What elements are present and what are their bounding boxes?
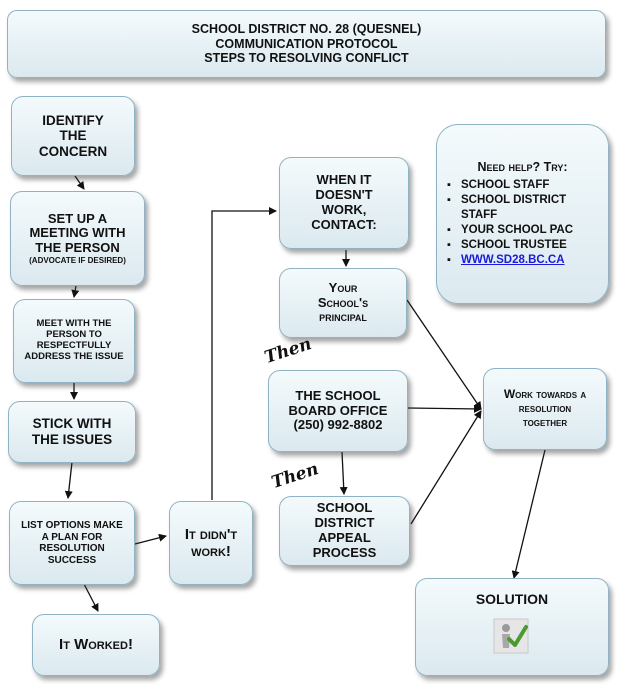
header-line-3: STEPS TO RESOLVING CONFLICT <box>204 51 409 66</box>
solution-box: SOLUTION <box>415 578 609 676</box>
help-item-website: www.sd28.bc.ca <box>447 253 598 268</box>
step-appeal-label: SCHOOL DISTRICT APPEAL PROCESS <box>312 500 377 560</box>
step-identify-concern: IDENTIFY THE CONCERN <box>11 96 135 176</box>
arrow-list-didnt <box>134 533 167 545</box>
step-board-label: THE SCHOOL BOARD OFFICE <box>288 387 388 418</box>
step-contact-label: WHEN IT DOESN'T WORK, CONTACT: <box>311 172 377 232</box>
header-line-2: COMMUNICATION PROTOCOL <box>215 36 398 51</box>
step-setup-meeting: SET UP A MEETING WITH THE PERSON (ADVOCA… <box>10 191 145 286</box>
arrow-list-worked <box>83 583 99 612</box>
arrow-principal-resolution <box>406 299 482 410</box>
step-when-doesnt-work: WHEN IT DOESN'T WORK, CONTACT: <box>279 157 409 249</box>
step-resolution-label: Work towards a resolution together <box>503 387 587 429</box>
arrow-appeal-resolution <box>410 410 482 525</box>
arrow-board-appeal <box>339 451 348 495</box>
help-list: School staff School district staff Your … <box>447 178 598 268</box>
step-it-didnt-work: It didn't work! <box>169 501 253 585</box>
checkmark-person-icon <box>493 618 529 654</box>
step-list-label: LIST OPTIONS MAKE A PLAN FOR RESOLUTION … <box>21 520 123 566</box>
header-box: SCHOOL DISTRICT NO. 28 (QUESNEL) COMMUNI… <box>7 10 606 78</box>
arrow-identify-setup <box>74 175 85 190</box>
step-meet-person: MEET WITH THE PERSON TO RESPECTFULLY ADD… <box>13 299 135 383</box>
arrow-board-resolution <box>407 404 482 413</box>
help-title: Need help? Try: <box>477 160 568 174</box>
help-item-district-staff: School district staff <box>447 193 598 223</box>
step-didnt-label: It didn't work! <box>184 525 238 560</box>
then-label-2: Then <box>269 459 322 493</box>
arrow-setup-meet <box>71 285 80 298</box>
step-principal-label: Your School's principal <box>317 279 369 325</box>
header-line-1: SCHOOL DISTRICT NO. 28 (QUESNEL) <box>191 22 422 37</box>
arrow-stick-list <box>64 461 73 499</box>
step-stick-issues: STICK WITH THE ISSUES <box>8 401 136 463</box>
step-appeal-process: SCHOOL DISTRICT APPEAL PROCESS <box>279 496 410 566</box>
then-label-1: Then <box>262 334 315 368</box>
step-list-options: LIST OPTIONS MAKE A PLAN FOR RESOLUTION … <box>9 501 135 585</box>
step-setup-note: (ADVOCATE IF DESIRED) <box>29 256 126 266</box>
help-item-school-pac: Your school PAC <box>447 223 598 238</box>
step-setup-label: SET UP A MEETING WITH THE PERSON <box>29 210 126 256</box>
step-work-towards-resolution: Work towards a resolution together <box>483 368 607 450</box>
step-stick-label: STICK WITH THE ISSUES <box>31 416 113 447</box>
step-board-phone: (250) 992-8802 <box>293 417 383 433</box>
help-item-trustee: School trustee <box>447 238 598 253</box>
help-box: Need help? Try: School staff School dist… <box>436 124 609 304</box>
step-school-board-office: THE SCHOOL BOARD OFFICE (250) 992-8802 <box>268 370 408 452</box>
step-meet-label: MEET WITH THE PERSON TO RESPECTFULLY ADD… <box>24 318 124 362</box>
help-item-school-staff: School staff <box>447 178 598 193</box>
arrow-resolution-solution <box>511 449 546 579</box>
website-link[interactable]: www.sd28.bc.ca <box>461 254 565 267</box>
step-it-worked: It Worked! <box>32 614 160 676</box>
step-identify-label: IDENTIFY THE CONCERN <box>38 112 108 159</box>
solution-label: SOLUTION <box>475 591 549 607</box>
step-school-principal: Your School's principal <box>279 268 407 338</box>
step-worked-label: It Worked! <box>59 636 133 654</box>
